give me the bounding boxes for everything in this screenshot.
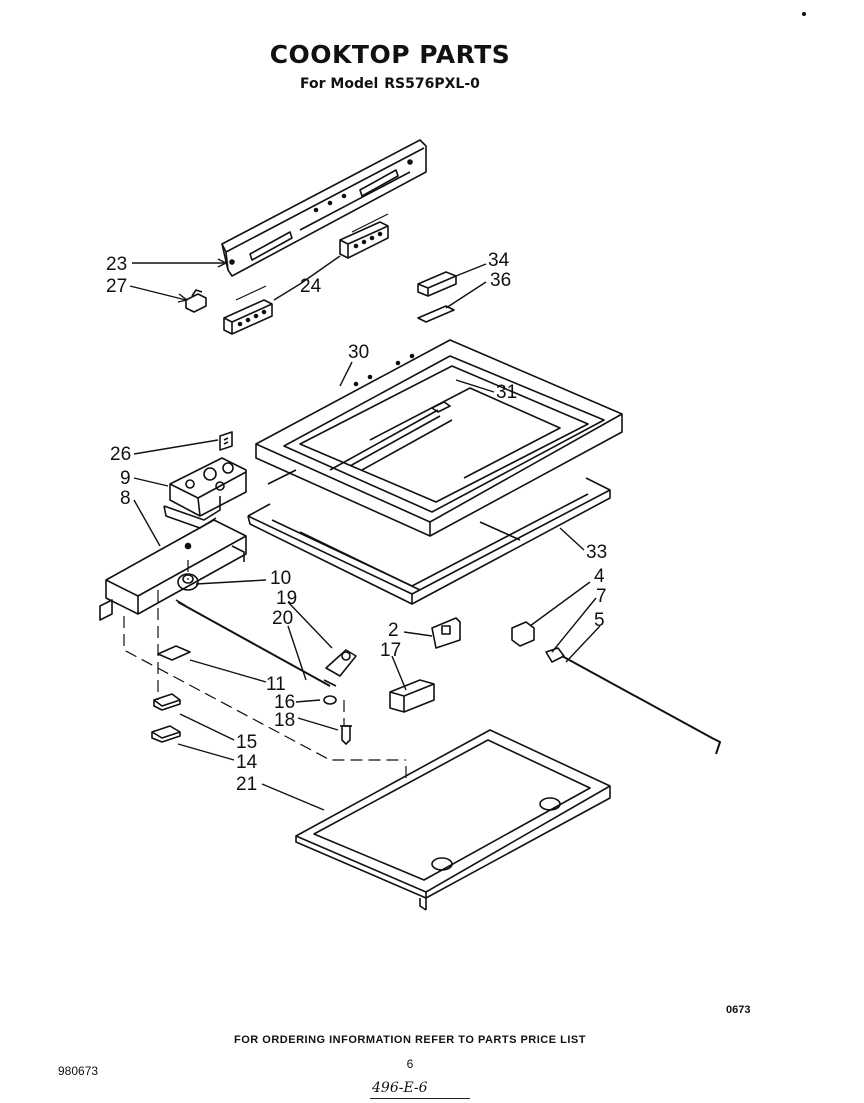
part-11-plate bbox=[157, 645, 191, 661]
model-line: For Model RS576PXL-0 bbox=[300, 76, 486, 92]
callout-20: 20 bbox=[272, 608, 293, 629]
part-24-terminal-blocks bbox=[223, 213, 389, 335]
part-8-bracket bbox=[99, 519, 247, 621]
part-4-7-5-connector-wire bbox=[511, 621, 721, 755]
ordering-info: FOR ORDERING INFORMATION REFER TO PARTS … bbox=[234, 1034, 586, 1046]
callout-7: 7 bbox=[596, 586, 607, 607]
leader-lines bbox=[129, 255, 601, 811]
page-number: 6 bbox=[406, 1057, 414, 1071]
callout-5: 5 bbox=[594, 610, 605, 631]
callout-17: 17 bbox=[380, 640, 401, 661]
handwritten-underline bbox=[370, 1098, 470, 1099]
callout-15: 15 bbox=[236, 732, 257, 753]
part-9-thermostat bbox=[163, 457, 247, 529]
page-title: COOKTOP PARTS bbox=[269, 40, 511, 69]
callout-8: 8 bbox=[120, 488, 131, 509]
callout-34: 34 bbox=[488, 250, 510, 271]
callout-11: 11 bbox=[266, 674, 286, 695]
callout-36: 36 bbox=[490, 270, 511, 291]
callout-30: 30 bbox=[348, 342, 369, 363]
callout-labels: 23 27 24 34 36 30 31 26 9 8 33 4 10 7 19… bbox=[106, 250, 607, 795]
callout-9: 9 bbox=[120, 468, 131, 489]
callout-2: 2 bbox=[388, 620, 399, 641]
drawing-code: 0673 bbox=[726, 1004, 751, 1016]
part-27-clip bbox=[185, 289, 207, 313]
callout-27: 27 bbox=[106, 276, 127, 297]
part-23-bracket bbox=[221, 139, 427, 277]
callout-10: 10 bbox=[270, 568, 291, 589]
part-10-knob bbox=[177, 573, 199, 591]
part-34-36-switch bbox=[417, 271, 457, 323]
model-number: RS576PXL-0 bbox=[384, 76, 480, 92]
model-prefix: For Model bbox=[300, 76, 379, 92]
part-30-31-frame bbox=[255, 339, 623, 537]
callout-23: 23 bbox=[106, 254, 127, 275]
part-33-gasket bbox=[247, 469, 611, 605]
corner-dot bbox=[802, 12, 806, 16]
part-26-bracket bbox=[219, 431, 233, 451]
callout-24: 24 bbox=[300, 276, 322, 297]
part-15-14-clips bbox=[151, 693, 181, 743]
callout-31: 31 bbox=[496, 382, 517, 403]
callout-26: 26 bbox=[110, 444, 131, 465]
callout-4: 4 bbox=[594, 566, 605, 587]
handwritten-note: 496-E-6 bbox=[372, 1080, 428, 1096]
callout-21: 21 bbox=[236, 774, 257, 795]
callout-14: 14 bbox=[236, 752, 258, 773]
callout-16: 16 bbox=[274, 692, 295, 713]
document-number: 980673 bbox=[58, 1064, 99, 1078]
callout-19: 19 bbox=[276, 588, 297, 609]
callout-18: 18 bbox=[274, 710, 295, 731]
part-19-20-rod-lever bbox=[175, 599, 357, 687]
callout-33: 33 bbox=[586, 542, 607, 563]
part-21-drip-tray bbox=[295, 729, 611, 911]
part-16-18-washer-screw bbox=[323, 695, 352, 745]
alignment-lines bbox=[123, 560, 407, 780]
part-2-17-brackets bbox=[389, 617, 461, 713]
